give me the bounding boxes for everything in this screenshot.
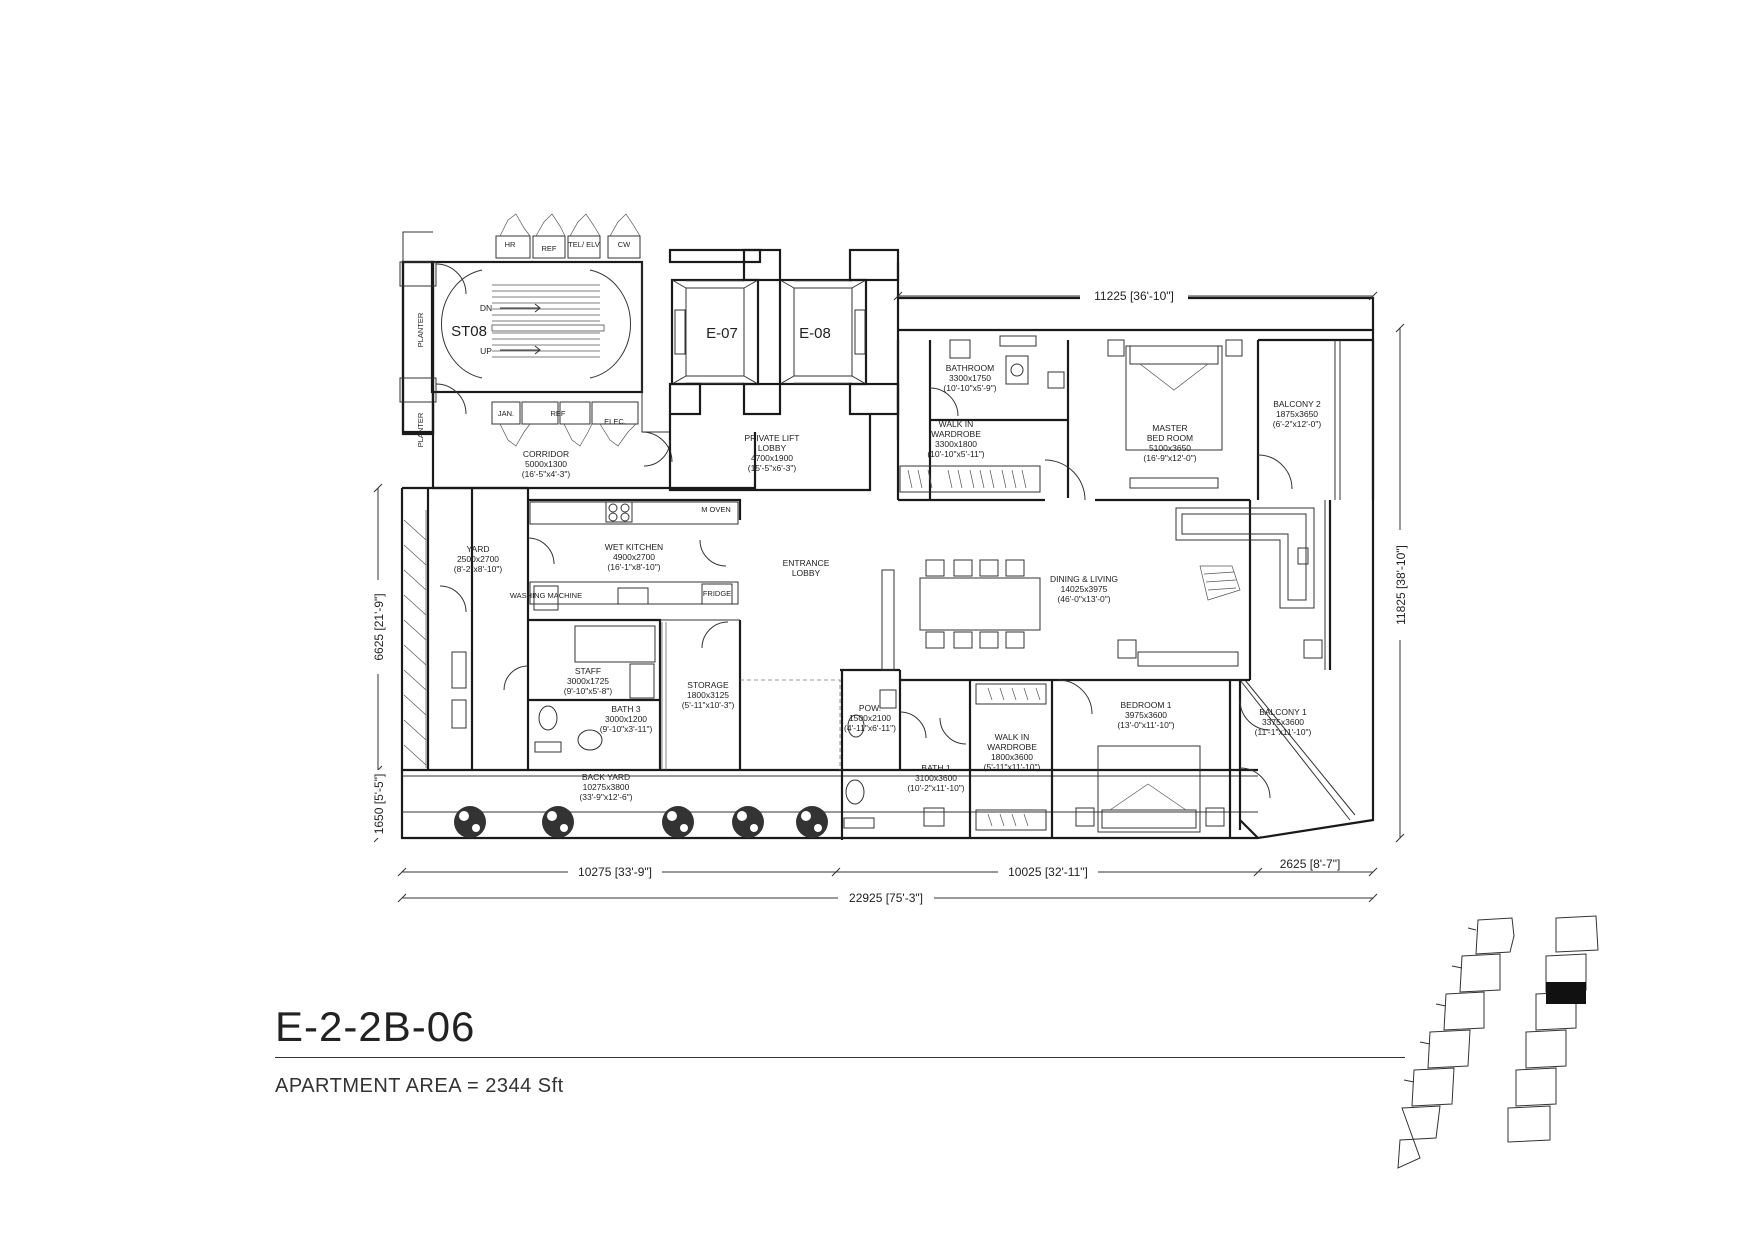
back-yard-trees — [454, 806, 828, 838]
dim-bottom-1: 10275 [33'-9"] — [578, 865, 652, 879]
apartment-walls — [400, 296, 1375, 840]
service-cupboards-bottom: JAN. REF ELEC. — [491, 401, 639, 447]
sofa-icon — [1175, 507, 1315, 609]
service-wing: M OVEN WASHING MACHINE FRIDGE — [403, 488, 902, 840]
dim-top: 11225 [36'-10"] — [1094, 289, 1174, 303]
planter-label-1: PLANTER — [416, 312, 425, 347]
hr-label: HR — [505, 240, 516, 249]
service-cupboards-top: HR REF TEL/ ELV CW — [495, 213, 641, 259]
room-pow: POW.1500x2100(4'-11"x6'-11") — [844, 703, 896, 733]
lift-e08: E-08 — [778, 278, 868, 386]
ref-label-bottom: REF — [551, 409, 566, 418]
title-divider — [275, 1057, 1405, 1058]
dim-left-lower: 1650 [5'-5"] — [372, 774, 386, 835]
living-dining — [881, 500, 1332, 671]
cw-label: CW — [618, 240, 631, 249]
dim-overall: 22925 [75'-3"] — [849, 891, 923, 905]
dining-table-icon — [919, 559, 1041, 649]
planter-label-2: PLANTER — [416, 412, 425, 447]
master-bed-icon — [1107, 339, 1243, 489]
stair-up-label: UP — [480, 346, 492, 356]
yard-louvres — [403, 510, 427, 768]
tel-elv-label: TEL/ ELV — [568, 240, 600, 249]
ref-label-top: REF — [542, 244, 557, 253]
key-plan-tower-right — [1507, 915, 1599, 1143]
dim-right: 11825 [38'-10"] — [1394, 545, 1408, 625]
bedroom-1-bed-icon — [1075, 745, 1225, 833]
lift-e08-label: E-08 — [799, 325, 831, 342]
bedroom-wing — [843, 678, 1271, 838]
elec-label: ELEC. — [604, 417, 626, 426]
core-block: DN UP ST08 HR REF TEL/ ELV CW J — [399, 213, 900, 492]
oven-label: M OVEN — [701, 505, 731, 514]
dimension-lines: 11225 [36'-10"] 11825 [38'-10"] 6625 [21… — [370, 288, 1408, 905]
dim-bottom-2: 10025 [32'-11"] — [1008, 865, 1088, 879]
key-plan-highlight — [1546, 982, 1586, 1004]
stair-treads — [491, 284, 605, 358]
stair-dn-label: DN — [480, 303, 492, 313]
apartment-area: APARTMENT AREA = 2344 Sft — [275, 1075, 564, 1097]
jan-label: JAN. — [498, 409, 514, 418]
dim-left-upper: 6625 [21'-9"] — [372, 593, 386, 660]
lift-e07: E-07 — [668, 248, 762, 386]
dim-bottom-3: 2625 [8'-7"] — [1280, 857, 1341, 871]
fridge-label: FRIDGE — [703, 589, 731, 598]
unit-title: E-2-2B-06 — [275, 1003, 476, 1050]
key-plan — [1397, 915, 1599, 1169]
key-plan-tower-left — [1397, 917, 1515, 1169]
lift-e07-label: E-07 — [706, 325, 738, 342]
washer-label: WASHING MACHINE — [510, 591, 582, 600]
stair-label: ST08 — [451, 323, 487, 340]
